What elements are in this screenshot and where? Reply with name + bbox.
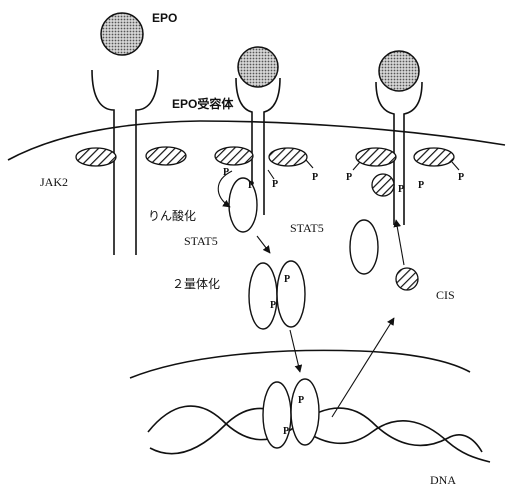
phospho-mark: P [270, 300, 276, 311]
jak2-right-a [356, 148, 396, 166]
jak2-label: JAK2 [40, 175, 68, 189]
phospho-mark: P [272, 179, 278, 190]
jak2-left-a [76, 148, 116, 166]
stat5-label-right: STAT5 [290, 221, 324, 235]
phosphorylation-label: りん酸化 [148, 208, 196, 223]
epo-ligand-bound-middle [238, 47, 278, 87]
epo-ligand-free [101, 13, 143, 55]
cis-free [396, 268, 418, 290]
stat5-label-left: STAT5 [184, 234, 218, 248]
stat5-monomer-released [350, 220, 378, 274]
jak2-left-b [146, 147, 186, 165]
phospho-mark: P [398, 184, 404, 195]
phospho-mark: P [283, 426, 289, 437]
phospho-mark: P [458, 172, 464, 183]
phospho-mark: P [298, 395, 304, 406]
jak2-middle-b [269, 148, 307, 166]
cis-bound [372, 174, 394, 196]
epo-label: EPO [152, 11, 177, 25]
nuclear-membrane [130, 350, 470, 378]
cis-label: CIS [436, 288, 455, 302]
phospho-mark: P [284, 274, 290, 285]
phospho-mark: P [418, 180, 424, 191]
dimerization-label: ２量体化 [172, 277, 220, 291]
epo-receptor-label: EPO受容体 [172, 96, 234, 111]
phospho-mark: P [312, 172, 318, 183]
jak2-right-b [414, 148, 454, 166]
stat5-dimer [249, 261, 305, 329]
phospho-mark: P [346, 172, 352, 183]
jak2-middle-a [215, 147, 253, 165]
epo-ligand-bound-right [379, 51, 419, 91]
stat5-dimer-on-dna [263, 379, 319, 448]
phospho-mark: P [248, 180, 254, 191]
dna-label: DNA [430, 473, 456, 487]
